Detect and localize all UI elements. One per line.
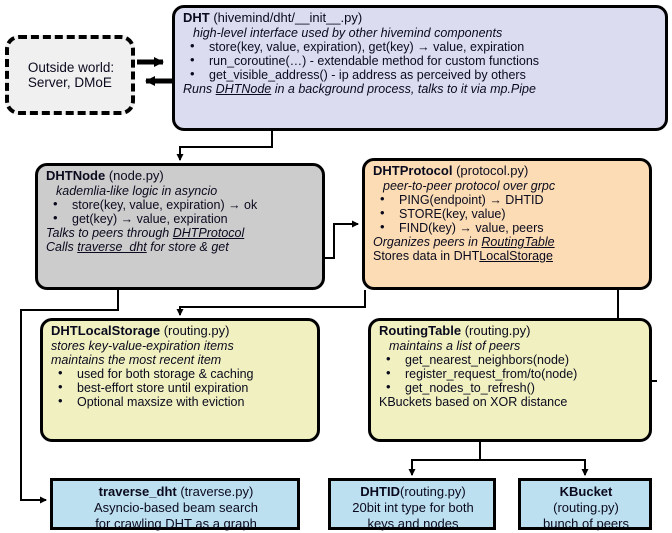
dhtlocalstorage-bullet-list: used for both storage & caching best-eff… xyxy=(51,366,311,409)
dht-footer-post: in a background process, talks to it via… xyxy=(271,82,536,97)
dhtid-line1: 20bit int type for both xyxy=(352,499,474,515)
dhtprotocol-link-routingtable[interactable]: RoutingTable xyxy=(481,235,555,250)
dhtnode-footer2-pre: Calls xyxy=(46,240,78,255)
node-dht[interactable]: DHT (hivemind/dht/__init__.py) high-leve… xyxy=(172,5,668,131)
dhtlocalstorage-subtitle1: stores key-value-expiration items xyxy=(51,338,234,353)
dhtnode-link-dhtprotocol[interactable]: DHTProtocol xyxy=(172,226,245,241)
dhtprotocol-name: DHTProtocol xyxy=(373,163,453,178)
dhtid-name: DHTID xyxy=(360,484,400,499)
dhtid-module: (routing.py) xyxy=(399,484,466,499)
wire-dhtnode-to-traverse xyxy=(20,290,119,504)
routingtable-bullet: get_nearest_neighbors(node) xyxy=(379,352,643,367)
outside-world-line2: Server, DMoE xyxy=(27,75,112,90)
dht-title: DHT (hivemind/dht/__init__.py) xyxy=(183,10,659,26)
dht-footer-link-dhtnode[interactable]: DHTNode xyxy=(215,82,272,97)
dhtnode-subtitle: kademlia-like logic in asyncio xyxy=(56,183,218,198)
dhtprotocol-footer1: Organizes peers in RoutingTable xyxy=(373,235,643,249)
outside-world-line1: Outside world: xyxy=(27,59,115,75)
dhtnode-name: DHTNode xyxy=(46,168,106,183)
dhtlocalstorage-subtitle2: maintains the most recent item xyxy=(51,352,222,367)
kbucket-line1: bunch of peers xyxy=(542,515,629,531)
outside-world-text: Outside world: Server, DMoE xyxy=(28,60,114,91)
dhtid-line2: keys and nodes xyxy=(367,515,459,531)
dhtid-title: DHTID(routing.py) xyxy=(339,484,487,500)
dht-name: DHT xyxy=(183,10,210,25)
node-kbucket[interactable]: KBucket (routing.py) bunch of peers xyxy=(518,478,652,531)
traverse-dht-title: traverse_dht (traverse.py) xyxy=(61,484,291,500)
node-dhtprotocol[interactable]: DHTProtocol (protocol.py) peer-to-peer p… xyxy=(362,158,652,290)
routingtable-subtitle: maintains a list of peers xyxy=(389,338,521,353)
dht-bullet: get_visible_address() - ip address as pe… xyxy=(183,67,659,82)
routingtable-name: RoutingTable xyxy=(379,323,462,338)
traverse-dht-line1: Asyncio-based beam search xyxy=(93,499,259,515)
dht-footer-pre: Runs xyxy=(183,82,216,97)
node-outside-world[interactable]: Outside world: Server, DMoE xyxy=(5,35,135,115)
routingtable-footer: KBuckets based on XOR distance xyxy=(379,395,568,410)
node-routingtable[interactable]: RoutingTable (routing.py) maintains a li… xyxy=(368,318,652,442)
dhtprotocol-module: (protocol.py) xyxy=(456,163,529,178)
traverse-dht-module: (traverse.py) xyxy=(180,484,254,499)
dhtprotocol-footer2: Stores data in DHTLocalStorage xyxy=(373,249,643,263)
dht-bullet: store(key, value, expiration), get(key) … xyxy=(183,39,659,54)
routingtable-title: RoutingTable (routing.py) xyxy=(379,323,643,339)
dhtnode-footer1-pre: Talks to peers through xyxy=(46,226,173,241)
dhtprotocol-footer2-pre: Stores data in DHT xyxy=(373,249,480,264)
dht-footer: Runs DHTNode in a background process, ta… xyxy=(183,82,659,96)
dhtprotocol-footer1-pre: Organizes peers in xyxy=(373,235,482,250)
dhtnode-bullet: store(key, value, expiration) → ok xyxy=(46,197,316,212)
dhtlocalstorage-bullet: best-effort store until expiration xyxy=(51,380,311,395)
dhtprotocol-bullet-list: PING(endpoint) → DHTID STORE(key, value)… xyxy=(373,192,643,235)
wire-routingtable-to-dhtid xyxy=(408,442,481,476)
wire-dhtprotocol-to-dhtlocalstorage xyxy=(176,290,366,316)
dhtprotocol-bullet: FIND(key) → value, peers xyxy=(373,220,643,235)
dhtprotocol-bullet: PING(endpoint) → DHTID xyxy=(373,192,643,207)
node-dhtnode[interactable]: DHTNode (node.py) kademlia-like logic in… xyxy=(35,163,325,290)
dhtlocalstorage-name: DHTLocalStorage xyxy=(51,323,161,338)
dhtlocalstorage-bullet: used for both storage & caching xyxy=(51,366,311,381)
wire-routingtable-to-kbucket xyxy=(480,459,589,476)
dhtprotocol-bullet: STORE(key, value) xyxy=(373,206,643,221)
traverse-dht-name: traverse_dht xyxy=(98,484,177,499)
dhtnode-footer2: Calls traverse_dht for store & get xyxy=(46,240,316,254)
dht-module: (hivemind/dht/__init__.py) xyxy=(213,10,363,25)
routingtable-bullet-list: get_nearest_neighbors(node) register_req… xyxy=(379,352,643,395)
node-dhtlocalstorage[interactable]: DHTLocalStorage (routing.py) stores key-… xyxy=(40,318,320,442)
routingtable-bullet: get_nodes_to_refresh() xyxy=(379,380,643,395)
dht-subtitle: high-level interface used by other hivem… xyxy=(193,25,503,40)
dhtnode-bullet: get(key) → value, expiration xyxy=(46,211,316,226)
routingtable-bullet: register_request_from/to(node) xyxy=(379,366,643,381)
dhtprotocol-link-localstorage[interactable]: LocalStorage xyxy=(479,249,553,264)
node-traverse-dht[interactable]: traverse_dht (traverse.py) Asyncio-based… xyxy=(50,478,300,531)
dht-bullet-list: store(key, value, expiration), get(key) … xyxy=(183,39,659,82)
routingtable-module: (routing.py) xyxy=(464,323,531,338)
wire-dht-to-dhtnode xyxy=(176,131,273,161)
dhtlocalstorage-title: DHTLocalStorage (routing.py) xyxy=(51,323,311,339)
dhtlocalstorage-module: (routing.py) xyxy=(163,323,230,338)
dhtlocalstorage-bullet: Optional maxsize with eviction xyxy=(51,394,311,409)
dhtnode-footer1: Talks to peers through DHTProtocol xyxy=(46,226,316,240)
dhtprotocol-subtitle: peer-to-peer protocol over grpc xyxy=(383,178,556,193)
kbucket-name: KBucket xyxy=(559,484,613,499)
node-dhtid[interactable]: DHTID(routing.py) 20bit int type for bot… xyxy=(328,478,496,531)
dhtnode-link-traverse-dht[interactable]: traverse_dht xyxy=(77,240,147,255)
kbucket-title: KBucket xyxy=(529,484,643,500)
kbucket-module: (routing.py) xyxy=(553,499,619,515)
dht-bullet: run_coroutine(…) - extendable method for… xyxy=(183,53,659,68)
dhtnode-title: DHTNode (node.py) xyxy=(46,168,316,184)
dhtnode-bullet-list: store(key, value, expiration) → ok get(k… xyxy=(46,197,316,226)
dhtnode-module: (node.py) xyxy=(108,168,164,183)
dhtprotocol-title: DHTProtocol (protocol.py) xyxy=(373,163,643,179)
traverse-dht-line2: for crawling DHT as a graph xyxy=(95,515,257,531)
dhtnode-footer2-post: for store & get xyxy=(146,240,229,255)
